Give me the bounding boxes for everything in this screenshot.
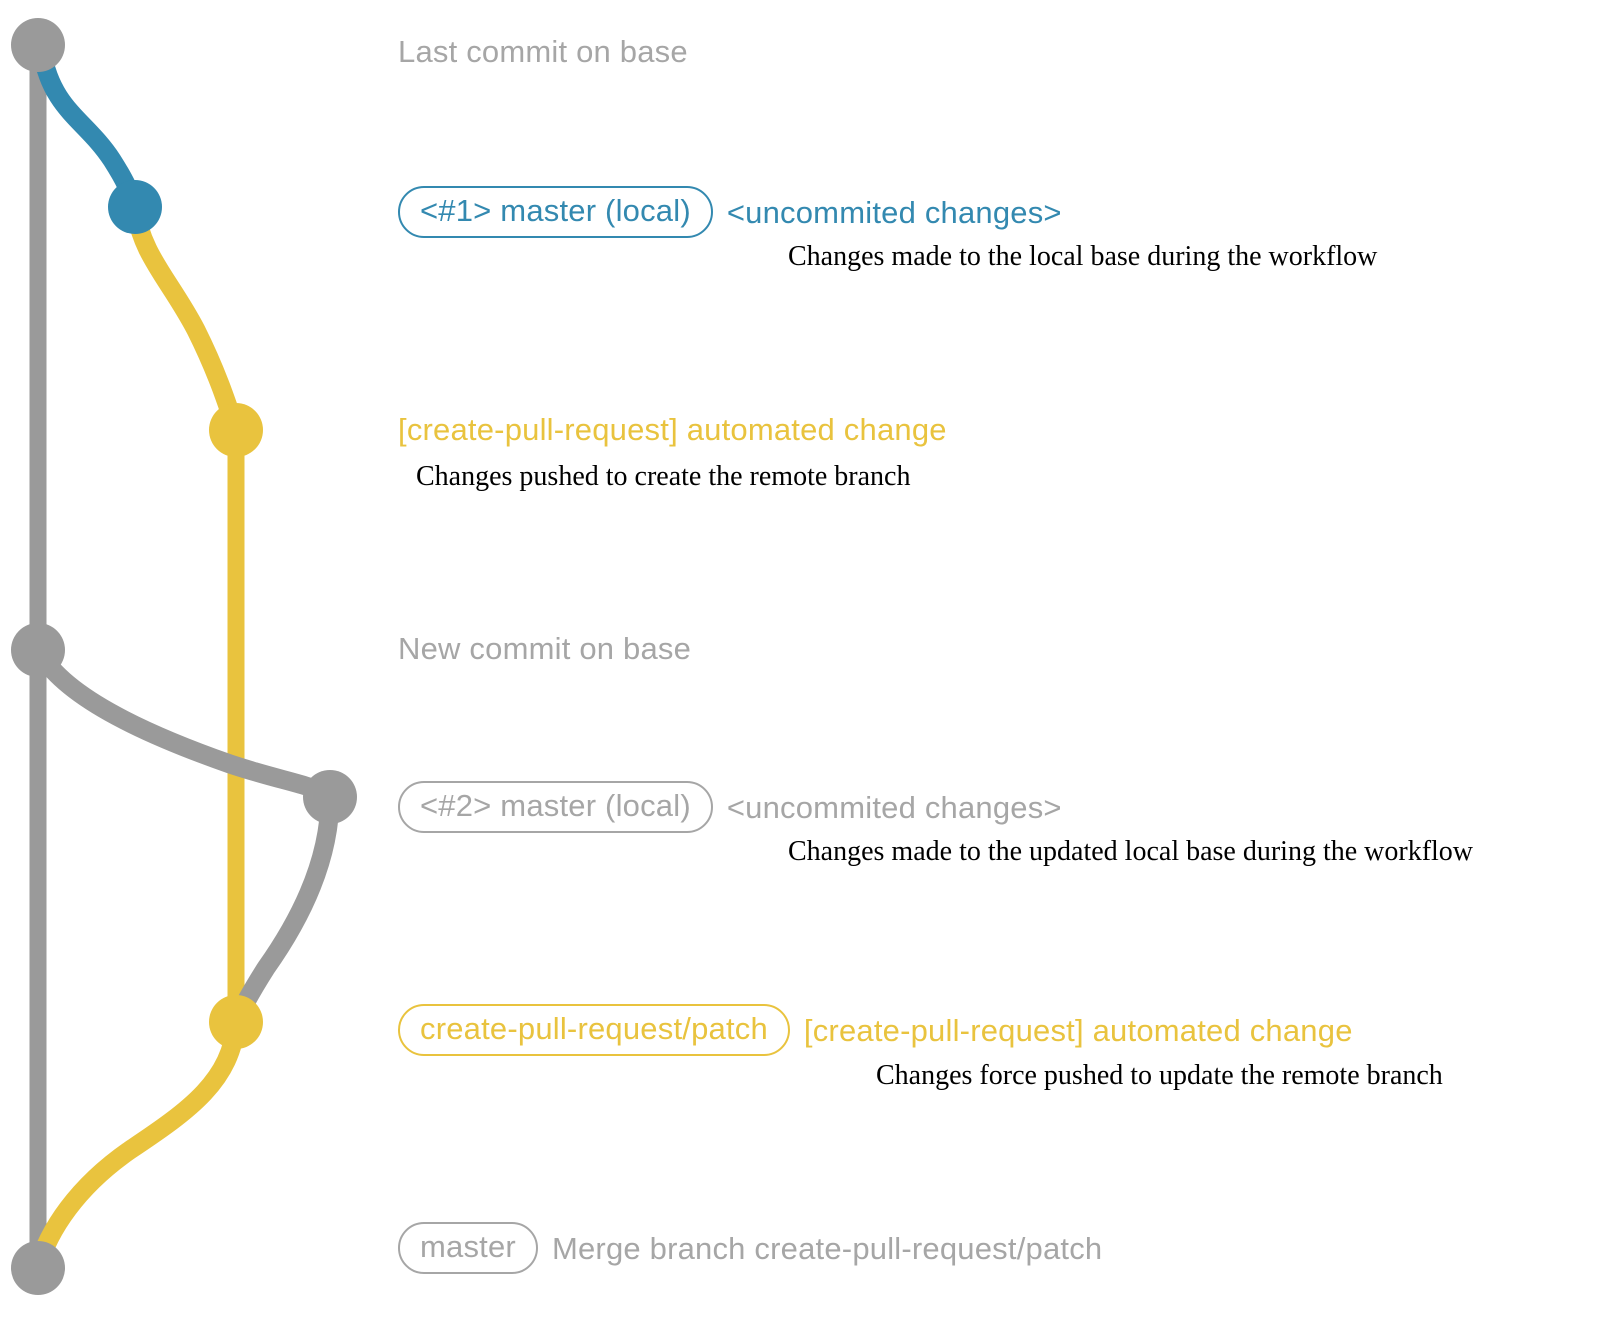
note-patch-2: Changes force pushed to update the remot… (876, 1060, 1443, 1091)
yellow-branch-to-merge (28, 1012, 246, 1278)
badge-master[interactable]: master (398, 1222, 538, 1274)
row-local-1: <#1> master (local) <uncommited changes> (398, 186, 1062, 238)
commit-node-base-new (11, 623, 65, 677)
note-patch-1: Changes pushed to create the remote bran… (416, 461, 911, 492)
row-merge: master Merge branch create-pull-request/… (398, 1222, 1102, 1274)
commit-graph (11, 18, 357, 1295)
note-local-1: Changes made to the local base during th… (788, 241, 1378, 272)
badge-master-local-1[interactable]: <#1> master (local) (398, 186, 713, 238)
message-merge: Merge branch create-pull-request/patch (551, 1230, 1103, 1266)
blue-branch-line (32, 42, 145, 217)
row-local-2: <#2> master (local) <uncommited changes> (398, 781, 1062, 833)
message-local-1: <uncommited changes> (726, 194, 1062, 230)
commit-node-patch-2 (209, 995, 263, 1049)
badge-create-pull-request-patch[interactable]: create-pull-request/patch (398, 1004, 790, 1056)
note-local-2: Changes made to the updated local base d… (788, 836, 1474, 867)
row-patch-2: create-pull-request/patch [create-pull-r… (398, 1004, 1353, 1056)
commit-node-merge (11, 1241, 65, 1295)
headline-automated-change-1: [create-pull-request] automated change (398, 412, 947, 447)
commit-node-patch-1 (209, 403, 263, 457)
badge-master-local-2[interactable]: <#2> master (local) (398, 781, 713, 833)
gray-branch-to-local2 (32, 646, 340, 807)
yellow-branch-line-1 (125, 197, 246, 440)
message-local-2: <uncommited changes> (726, 789, 1062, 825)
headline-last-commit-on-base: Last commit on base (398, 34, 688, 69)
headline-new-commit-on-base: New commit on base (398, 631, 692, 666)
commit-node-local-2 (303, 770, 357, 824)
gray-branch-to-patch2 (226, 787, 340, 1032)
commit-node-local-1 (108, 180, 162, 234)
commit-node-base-top (11, 18, 65, 72)
message-patch-2: [create-pull-request] automated change (803, 1012, 1353, 1048)
